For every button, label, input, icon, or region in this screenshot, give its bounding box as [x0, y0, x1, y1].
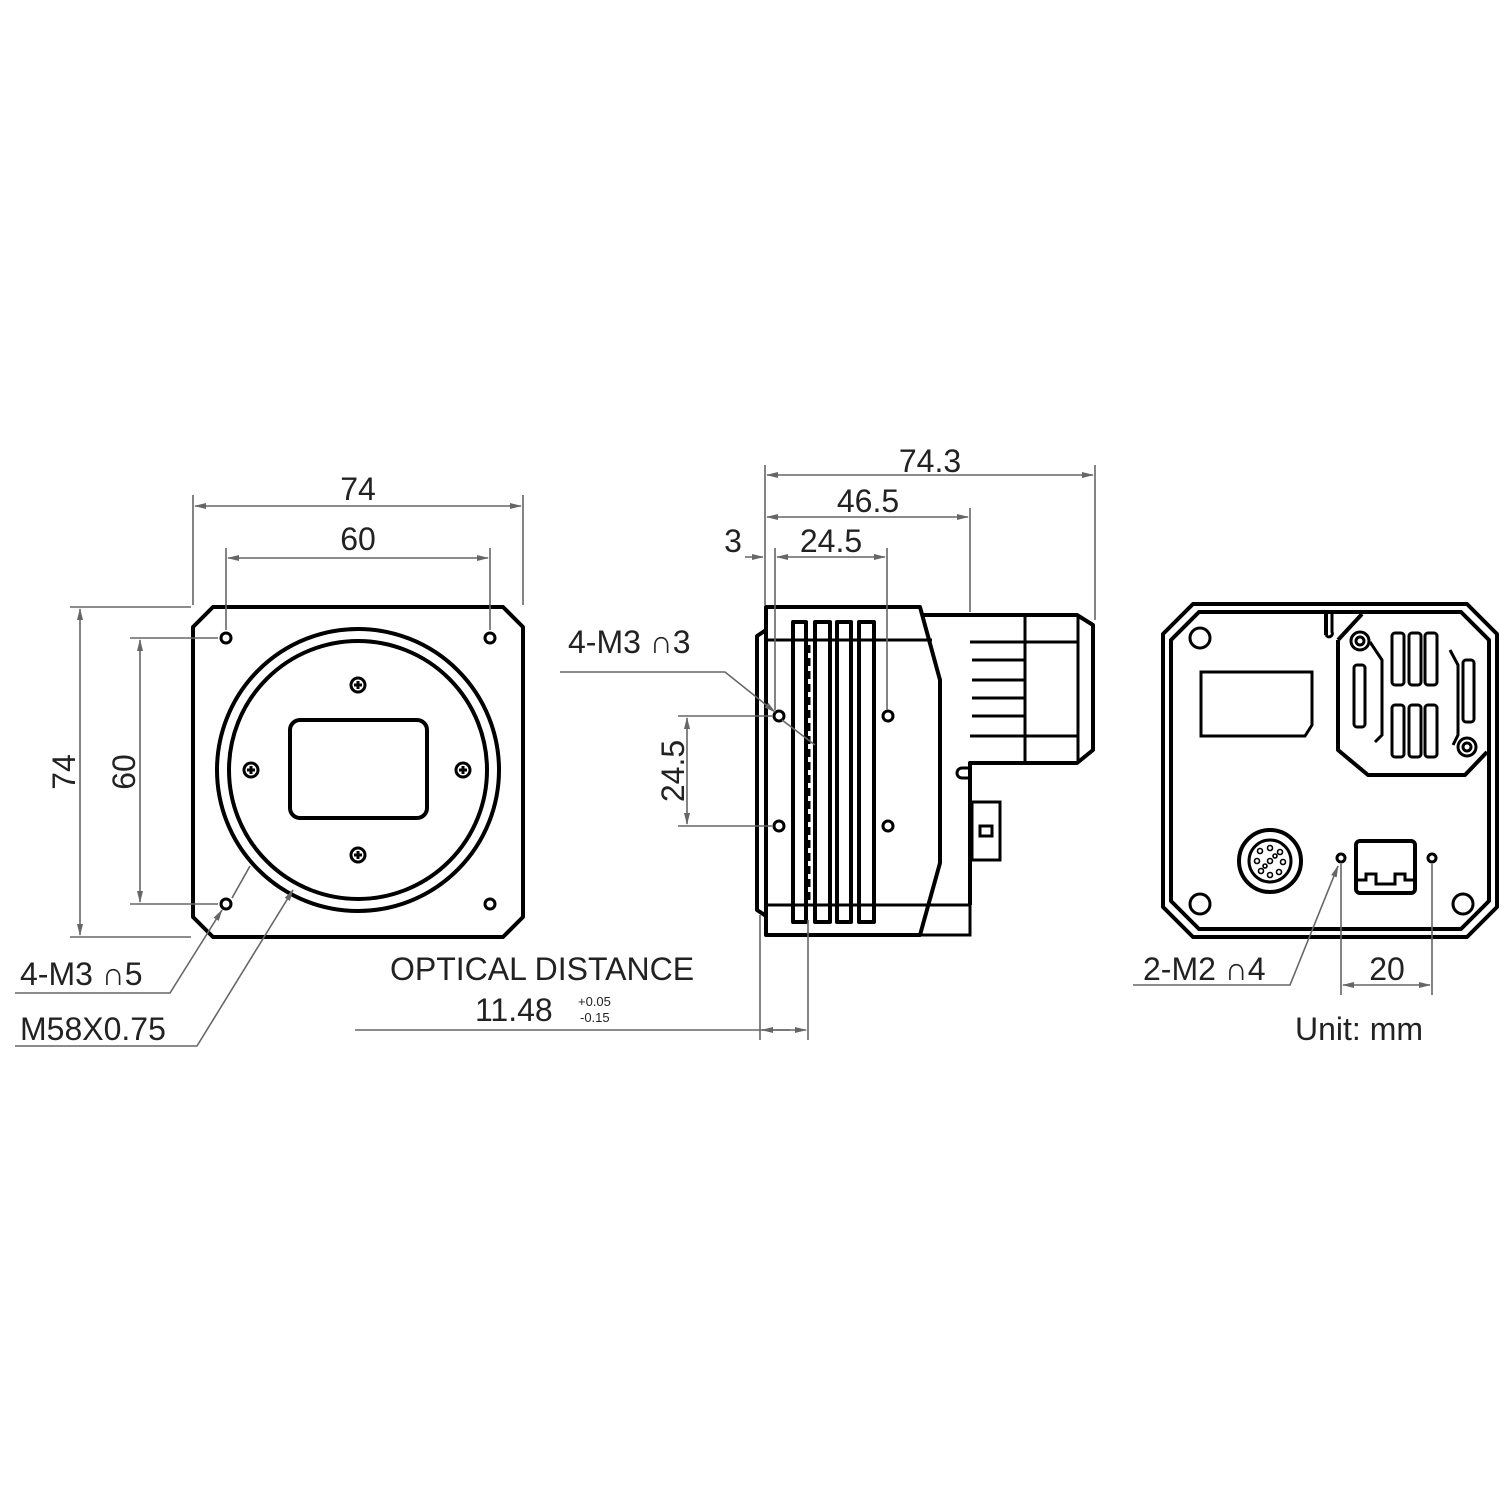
dim-front-height-74: 74 — [46, 754, 82, 790]
lens-mount-ring-inner — [227, 639, 489, 901]
mount-holes — [219, 631, 497, 911]
optical-tolerance-plus: +0.05 — [578, 994, 611, 1009]
dim-side-vertical-24-5: 24.5 — [655, 740, 691, 802]
side-hole-callout: 4-M3 ∩3 — [568, 624, 691, 660]
side-front-flange — [755, 628, 768, 918]
rear-view: 20 2-M2 ∩4 Unit: mm — [1133, 602, 1499, 1047]
front-housing-outline — [191, 605, 525, 939]
lens-mount-ring-outer — [215, 627, 501, 913]
rear-hole-callout: 2-M2 ∩4 — [1143, 951, 1266, 987]
connector-ribs — [972, 658, 1025, 718]
front-view: 74 60 74 60 4-M3 ∩5 M58X0.75 — [15, 471, 525, 1047]
dim-side-length-74-3: 74.3 — [899, 443, 961, 479]
side-dimensions — [355, 465, 1096, 1040]
side-io-connector — [970, 800, 1002, 862]
front-dimensions — [15, 495, 524, 1047]
front-hole-callout: 4-M3 ∩5 — [20, 956, 143, 992]
rear-dimensions — [1133, 864, 1433, 995]
vent-slots — [1352, 631, 1476, 759]
sensor-window — [288, 718, 429, 820]
side-body-outline — [764, 605, 942, 937]
dim-front-height-60: 60 — [106, 754, 142, 790]
dim-front-width-74: 74 — [340, 471, 376, 507]
dim-front-width-60: 60 — [340, 521, 376, 557]
rear-outline-outer — [1161, 602, 1499, 939]
mount-thread-callout: M58X0.75 — [20, 1011, 166, 1047]
dim-side-flange-3: 3 — [724, 523, 742, 559]
optical-tolerance-minus: -0.15 — [580, 1010, 610, 1025]
label-plate — [1199, 670, 1314, 738]
dim-side-hole-spacing-24-5: 24.5 — [800, 523, 862, 559]
screw-icons — [242, 676, 472, 864]
side-view: 74.3 46.5 24.5 3 24.5 4-M3 ∩3 OPTICAL DI… — [355, 443, 1096, 1040]
dim-rear-hole-spacing-20: 20 — [1369, 951, 1405, 987]
side-mount-holes — [772, 709, 895, 833]
unit-label: Unit: mm — [1295, 1011, 1423, 1047]
circular-io-connector — [1237, 828, 1303, 894]
dim-side-length-46-5: 46.5 — [837, 483, 899, 519]
optical-distance-value: 11.48 — [475, 992, 553, 1028]
vent-panel-outline — [1324, 612, 1489, 777]
optical-distance-label: OPTICAL DISTANCE — [390, 951, 694, 987]
vent-screws — [1349, 630, 1478, 758]
cooling-fins — [791, 620, 876, 924]
ethernet-port-icon — [1354, 839, 1417, 895]
rear-outline-inner — [1169, 610, 1491, 931]
